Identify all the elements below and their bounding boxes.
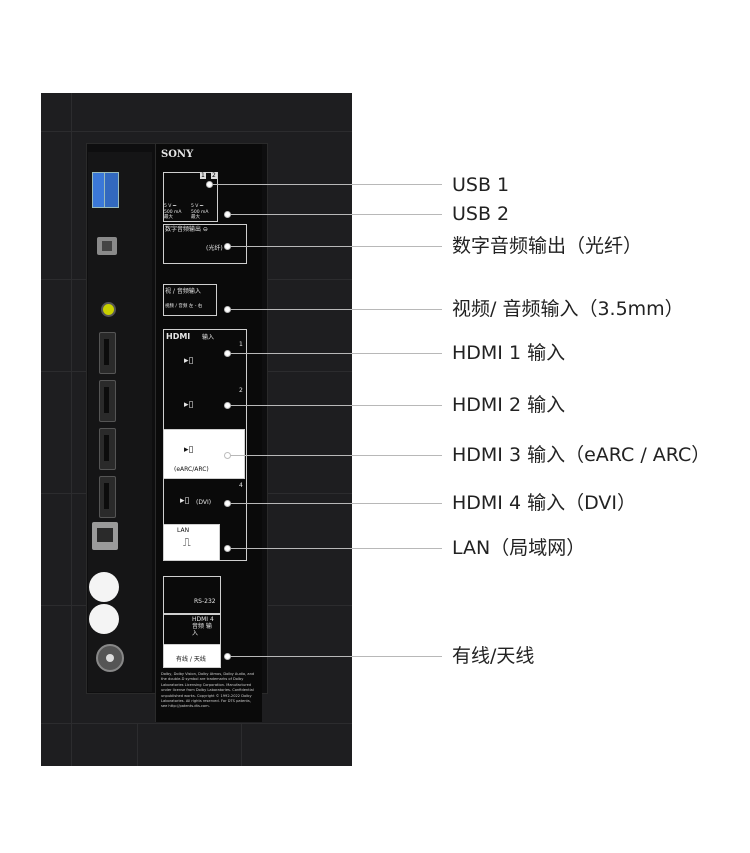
hdmi-input-label: 输入 <box>202 334 215 341</box>
usb-1-spec: 5 V ⎓ 500 mA 最大 <box>164 204 182 220</box>
callout-usb-1: USB 1 <box>452 174 510 196</box>
hdmi-2-symbol: ▸▯ <box>184 400 194 410</box>
leader-dot-hdmi-2 <box>224 402 231 409</box>
hdmi-3-sub-label: (eARC/ARC) <box>174 466 209 473</box>
rs232-label-box <box>163 576 221 614</box>
hdmi4-audio-port-cap <box>89 604 119 634</box>
usb-2-number: 2 <box>211 172 217 179</box>
leader-line-hdmi-4 <box>228 503 442 504</box>
optical-port[interactable] <box>97 237 117 255</box>
leader-line-antenna <box>228 656 442 657</box>
callout-optical-out: 数字音频输出（光纤） <box>452 235 643 257</box>
hdmi-3-port[interactable] <box>99 428 116 470</box>
antenna-label-box <box>163 644 221 668</box>
av-label-box <box>163 284 217 316</box>
lan-label-box <box>163 524 220 561</box>
leader-line-lan <box>228 548 442 549</box>
callout-usb-2: USB 2 <box>452 203 510 225</box>
leader-dot-optical <box>224 243 231 250</box>
casing-seam <box>137 723 138 766</box>
casing-seam <box>41 723 352 724</box>
leader-dot-hdmi-1 <box>224 350 231 357</box>
lan-icon: ⎍ <box>183 536 191 549</box>
hdmi-4-number: 4 <box>239 482 243 489</box>
hdmi-logo: HDMI <box>166 332 191 341</box>
callout-av-input: 视频/ 音频输入（3.5mm） <box>452 298 684 320</box>
hdmi-1-symbol: ▸▯ <box>184 356 194 366</box>
leader-dot-lan <box>224 545 231 552</box>
leader-dot-hdmi-4 <box>224 500 231 507</box>
usb-2-port[interactable] <box>104 172 119 208</box>
hdmi-3-symbol: ▸▯ <box>184 445 194 455</box>
hdmi-1-number: 1 <box>239 341 243 348</box>
callout-lan: LAN（局域网） <box>452 537 586 559</box>
leader-dot-av-input <box>224 306 231 313</box>
casing-seam <box>241 723 242 766</box>
leader-dot-antenna <box>224 653 231 660</box>
leader-line-hdmi-3 <box>228 455 442 456</box>
lan-label: LAN <box>177 527 190 534</box>
hdmi-4-sub-label: (DVI) <box>196 499 212 506</box>
leader-dot-usb-1 <box>206 181 213 188</box>
hdmi-1-port[interactable] <box>99 332 116 374</box>
hdmi-4-symbol: ▸▯ <box>180 496 190 506</box>
callout-antenna: 有线/天线 <box>452 645 535 667</box>
brand-logo: SONY <box>161 149 194 160</box>
hdmi4-audio-label: HDMI 4 音频 输入 <box>192 616 214 637</box>
hdmi-4-port[interactable] <box>99 476 116 518</box>
av-input-jack[interactable] <box>101 302 116 317</box>
callout-hdmi-4: HDMI 4 输入（DVI） <box>452 492 636 514</box>
usb-1-number: 1 <box>200 172 206 179</box>
rs232-port-cap <box>89 572 119 602</box>
port-column <box>88 152 152 692</box>
label-panel: SONY 1 2 5 V ⎓ 500 mA 最大 5 V ⎓ 500 mA 最大… <box>155 144 262 722</box>
leader-dot-usb-2 <box>224 211 231 218</box>
antenna-port[interactable] <box>96 644 124 672</box>
leader-line-av-input <box>228 309 442 310</box>
casing-seam <box>41 131 352 132</box>
hdmi-2-port[interactable] <box>99 380 116 422</box>
av-label: 视 / 音频输入 <box>165 288 201 295</box>
callout-hdmi-1: HDMI 1 输入 <box>452 342 566 364</box>
lan-port[interactable] <box>92 522 118 550</box>
leader-line-hdmi-2 <box>228 405 442 406</box>
leader-line-hdmi-1 <box>228 353 442 354</box>
optical-sub-label: (光纤) <box>206 245 223 252</box>
legal-text: Dolby, Dolby Vision, Dolby Atmos, Dolby … <box>161 672 255 709</box>
leader-dot-hdmi-3 <box>224 452 231 459</box>
av-sub-label: 视频 / 音频 左 - 右 <box>165 304 203 309</box>
hdmi-2-number: 2 <box>239 387 243 394</box>
callout-hdmi-2: HDMI 2 输入 <box>452 394 566 416</box>
optical-label-box <box>163 224 247 264</box>
leader-line-usb-2 <box>228 214 442 215</box>
leader-line-optical <box>228 246 442 247</box>
antenna-label: 有线 / 天线 <box>176 656 206 663</box>
usb-2-spec: 5 V ⎓ 500 mA 最大 <box>191 204 209 220</box>
casing-seam <box>71 93 72 766</box>
rs232-label: RS-232 <box>194 598 216 605</box>
usb-label-box <box>163 172 218 222</box>
callout-hdmi-3: HDMI 3 输入（eARC / ARC） <box>452 444 711 466</box>
optical-label: 数字音频输出 ⊖ <box>165 226 208 233</box>
leader-line-usb-1 <box>209 184 442 185</box>
hdmi-3-highlight-box <box>163 429 245 479</box>
